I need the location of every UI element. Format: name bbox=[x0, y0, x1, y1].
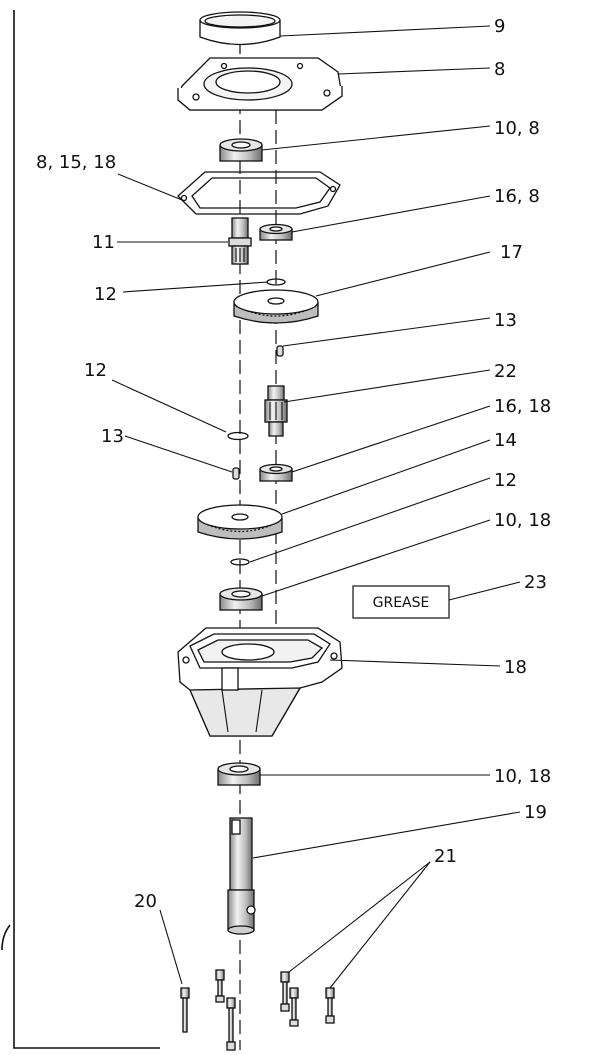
part-12-clip-ring-3 bbox=[230, 558, 250, 566]
grease-box: GREASE bbox=[352, 585, 450, 619]
grease-label: GREASE bbox=[373, 595, 430, 611]
callout-11: 11 bbox=[92, 232, 115, 253]
part-20-bolt bbox=[180, 987, 190, 1033]
callout-18: 18 bbox=[504, 657, 527, 678]
part-16-bearing-mid bbox=[259, 463, 293, 482]
callout-9: 9 bbox=[494, 16, 505, 37]
callout-20: 20 bbox=[134, 891, 157, 912]
part-16-bearing-upper bbox=[259, 223, 293, 241]
callout-10-8: 10, 8 bbox=[494, 118, 540, 139]
part-17-gear-upper bbox=[233, 289, 319, 324]
part-21-bolts bbox=[215, 969, 335, 1051]
callout-12-b: 12 bbox=[84, 360, 107, 381]
part-13-pin-upper bbox=[276, 345, 284, 357]
callout-12-a: 12 bbox=[94, 284, 117, 305]
page-frame bbox=[1, 10, 160, 1049]
part-8-cover-plate bbox=[177, 57, 343, 111]
part-15-gasket bbox=[177, 171, 341, 215]
callout-14: 14 bbox=[494, 430, 517, 451]
callout-16-18: 16, 18 bbox=[494, 396, 551, 417]
callout-13-a: 13 bbox=[494, 310, 517, 331]
part-10-bearing-mid bbox=[219, 587, 263, 611]
part-22-pinion bbox=[264, 385, 288, 437]
callout-13-b: 13 bbox=[101, 426, 124, 447]
part-18-housing bbox=[177, 627, 343, 737]
part-10-bearing-lower bbox=[217, 762, 261, 786]
leader-lines bbox=[111, 25, 521, 989]
part-11-coupling bbox=[228, 217, 252, 265]
callout-22: 22 bbox=[494, 361, 517, 382]
part-10-bearing-upper bbox=[219, 138, 263, 162]
callout-21: 21 bbox=[434, 846, 457, 867]
callout-labels: 9 8 10, 8 8, 15, 18 16, 8 11 17 12 13 12… bbox=[36, 16, 551, 912]
callout-10-18-a: 10, 18 bbox=[494, 510, 551, 531]
callout-16-8: 16, 8 bbox=[494, 186, 540, 207]
callout-8-15-18: 8, 15, 18 bbox=[36, 152, 116, 173]
part-9-ring bbox=[199, 11, 281, 46]
callout-19: 19 bbox=[524, 802, 547, 823]
callout-12-c: 12 bbox=[494, 470, 517, 491]
callout-8: 8 bbox=[494, 59, 505, 80]
callout-10-18-b: 10, 18 bbox=[494, 766, 551, 787]
part-12-clip-ring-2 bbox=[227, 431, 249, 441]
part-19-output-shaft bbox=[227, 817, 256, 935]
callout-17: 17 bbox=[500, 242, 523, 263]
callout-23: 23 bbox=[524, 572, 547, 593]
part-14-gear-lower bbox=[197, 504, 283, 540]
part-13-pin-lower bbox=[232, 467, 240, 480]
